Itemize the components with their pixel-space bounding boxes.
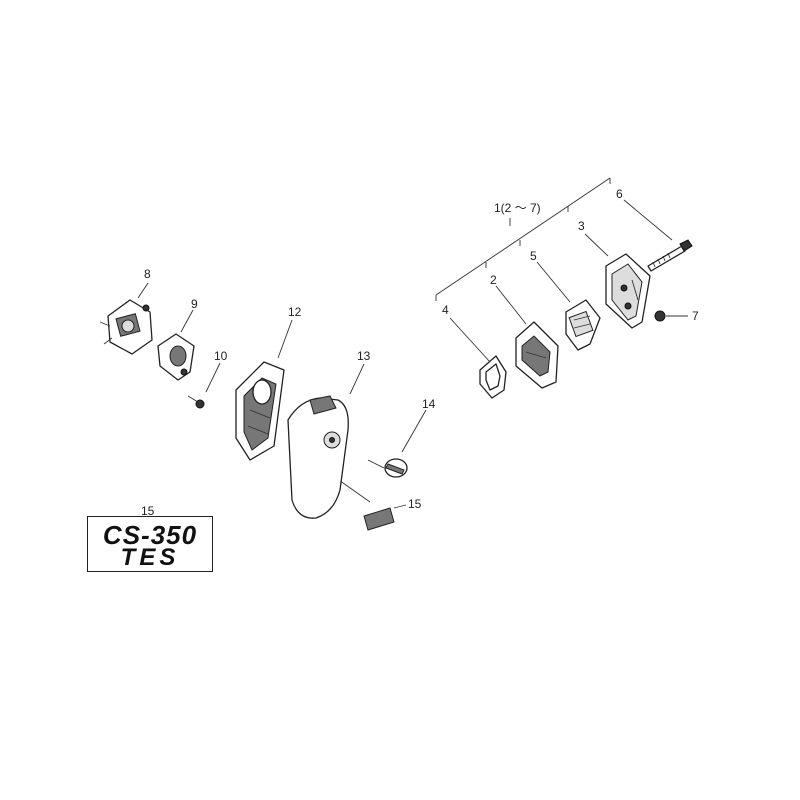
part-13-air-cleaner-cover [287, 395, 349, 519]
callout-7: 7 [692, 309, 699, 323]
assembly-bracket-lines [435, 177, 611, 301]
callouts: 1(2 ～ 7) 6 3 5 2 4 7 8 9 10 12 13 14 15 [144, 187, 699, 511]
decal-variant-text: TES [120, 544, 180, 571]
part-15-label [363, 507, 395, 531]
part-12-air-filter [235, 361, 285, 461]
part-9-adapter [157, 333, 195, 381]
decal-model-text: CS-350 [102, 520, 198, 550]
callout-2: 2 [490, 273, 497, 287]
callout-6: 6 [616, 187, 623, 201]
part-6-bolt [647, 239, 693, 272]
part-10-screw [187, 395, 205, 409]
part-3-muffler-cover [605, 253, 651, 329]
callout-5: 5 [530, 249, 537, 263]
model-decal: CS-350 TES [87, 516, 213, 572]
callout-3: 3 [578, 219, 585, 233]
part-2-muffler-body [515, 321, 559, 389]
callout-15-cover: 15 [408, 497, 422, 511]
callout-1: 1(2 ～ 7) [494, 201, 541, 215]
callout-14: 14 [422, 397, 436, 411]
callout-15-decal: 15 [141, 504, 155, 518]
leader-lines [137, 199, 688, 509]
part-5-baffle [565, 299, 601, 351]
part-7-screw [654, 310, 666, 322]
part-8-carburetor [99, 299, 153, 355]
callout-8: 8 [144, 267, 151, 281]
callout-4: 4 [442, 303, 449, 317]
callout-12: 12 [288, 305, 302, 319]
callout-10: 10 [214, 349, 228, 363]
part-4-gasket [479, 355, 507, 399]
callout-9: 9 [191, 297, 198, 311]
part-14-knob [367, 458, 408, 478]
callout-13: 13 [357, 349, 371, 363]
